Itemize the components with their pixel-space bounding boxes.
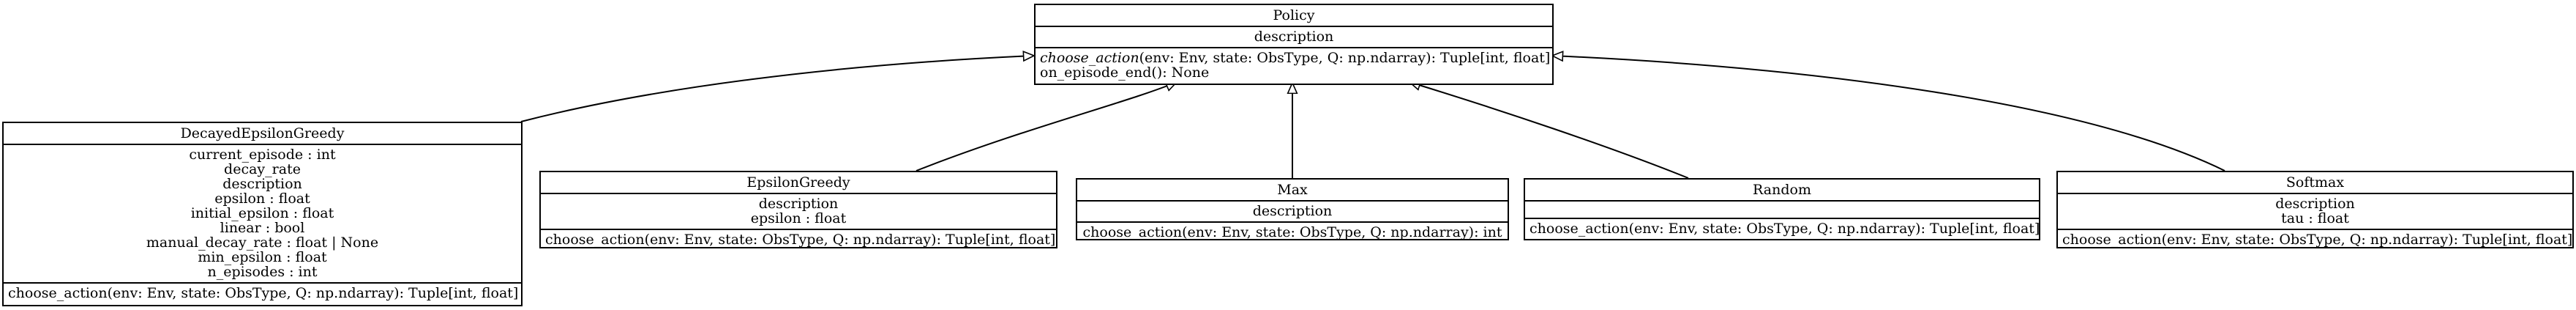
edge-epsilon-to-policy [916,82,1177,171]
attribute: epsilon : float [750,210,847,226]
class-decayed-epsilon-greedy: DecayedEpsilonGreedy current_episode : i… [2,122,523,306]
attribute: epsilon : float [214,191,310,207]
class-max: Max description choose_action(env: Env, … [1076,178,1509,240]
attribute: description [1252,203,1333,219]
methods-section: choose_action(env: Env, state: ObsType, … [1036,47,1552,83]
class-name: Max [1277,182,1308,198]
methods-section: choose_action(env: Env, state: ObsType, … [4,282,521,303]
attribute: description [1254,29,1334,45]
edge-random-to-policy [1409,82,1689,179]
method: choose_action(env: Env, state: ObsType, … [8,285,519,301]
attribute: decay_rate [224,161,301,177]
attribute: current_episode : int [189,147,336,163]
attribute: initial_epsilon : float [190,205,334,221]
attribute: description [2275,196,2355,212]
attribute: description [222,176,302,192]
attributes-section [1525,200,2039,218]
class-policy: Policy description choose_action(env: En… [1034,4,1554,85]
method: choose_action(env: Env, state: ObsType, … [1530,221,2040,237]
attributes-section: description [1036,26,1552,47]
class-random: Random choose_action(env: Env, state: Ob… [1524,178,2040,240]
methods-section: choose_action(env: Env, state: ObsType, … [1525,218,2040,239]
attributes-section: current_episode : int decay_rate descrip… [4,144,521,282]
method: choose_action(env: Env, state: ObsType, … [545,232,1056,248]
attribute: manual_decay_rate : float | None [146,235,379,251]
class-name: Softmax [2285,174,2345,191]
attributes-section: description epsilon : float [541,193,1056,229]
class-name: DecayedEpsilonGreedy [180,125,345,141]
attributes-section: description [1077,200,1508,221]
methods-section: choose_action(env: Env, state: ObsType, … [541,229,1056,250]
class-name: Random [1753,182,1811,198]
method: choose_action(env: Env, state: ObsType, … [1040,50,1551,66]
method: choose_action(env: Env, state: ObsType, … [2062,232,2573,248]
class-softmax: Softmax description tau : float choose_a… [2056,171,2574,248]
class-name: EpsilonGreedy [746,174,850,191]
attribute: n_episodes : int [207,264,318,280]
methods-section: choose_action(env: Env, state: ObsType, … [2058,229,2572,250]
method-signature: (env: Env, state: ObsType, Q: np.ndarray… [1139,50,1551,66]
attribute: min_epsilon : float [198,249,327,265]
attribute: tau : float [2281,210,2349,226]
abstract-method-name: choose_action [1040,50,1139,66]
method: on_episode_end(): None [1040,64,1210,81]
class-epsilon-greedy: EpsilonGreedy description epsilon : floa… [539,171,1057,248]
class-name: Policy [1273,7,1315,23]
attributes-section: description tau : float [2058,193,2572,229]
edge-decayed-to-policy [520,56,1034,122]
attribute: linear : bool [220,220,305,236]
edge-softmax-to-policy [1552,56,2225,171]
method: choose_action(env: Env, state: ObsType, … [1082,224,1502,240]
methods-section: choose_action(env: Env, state: ObsType, … [1077,221,1508,243]
attribute: description [758,196,839,212]
